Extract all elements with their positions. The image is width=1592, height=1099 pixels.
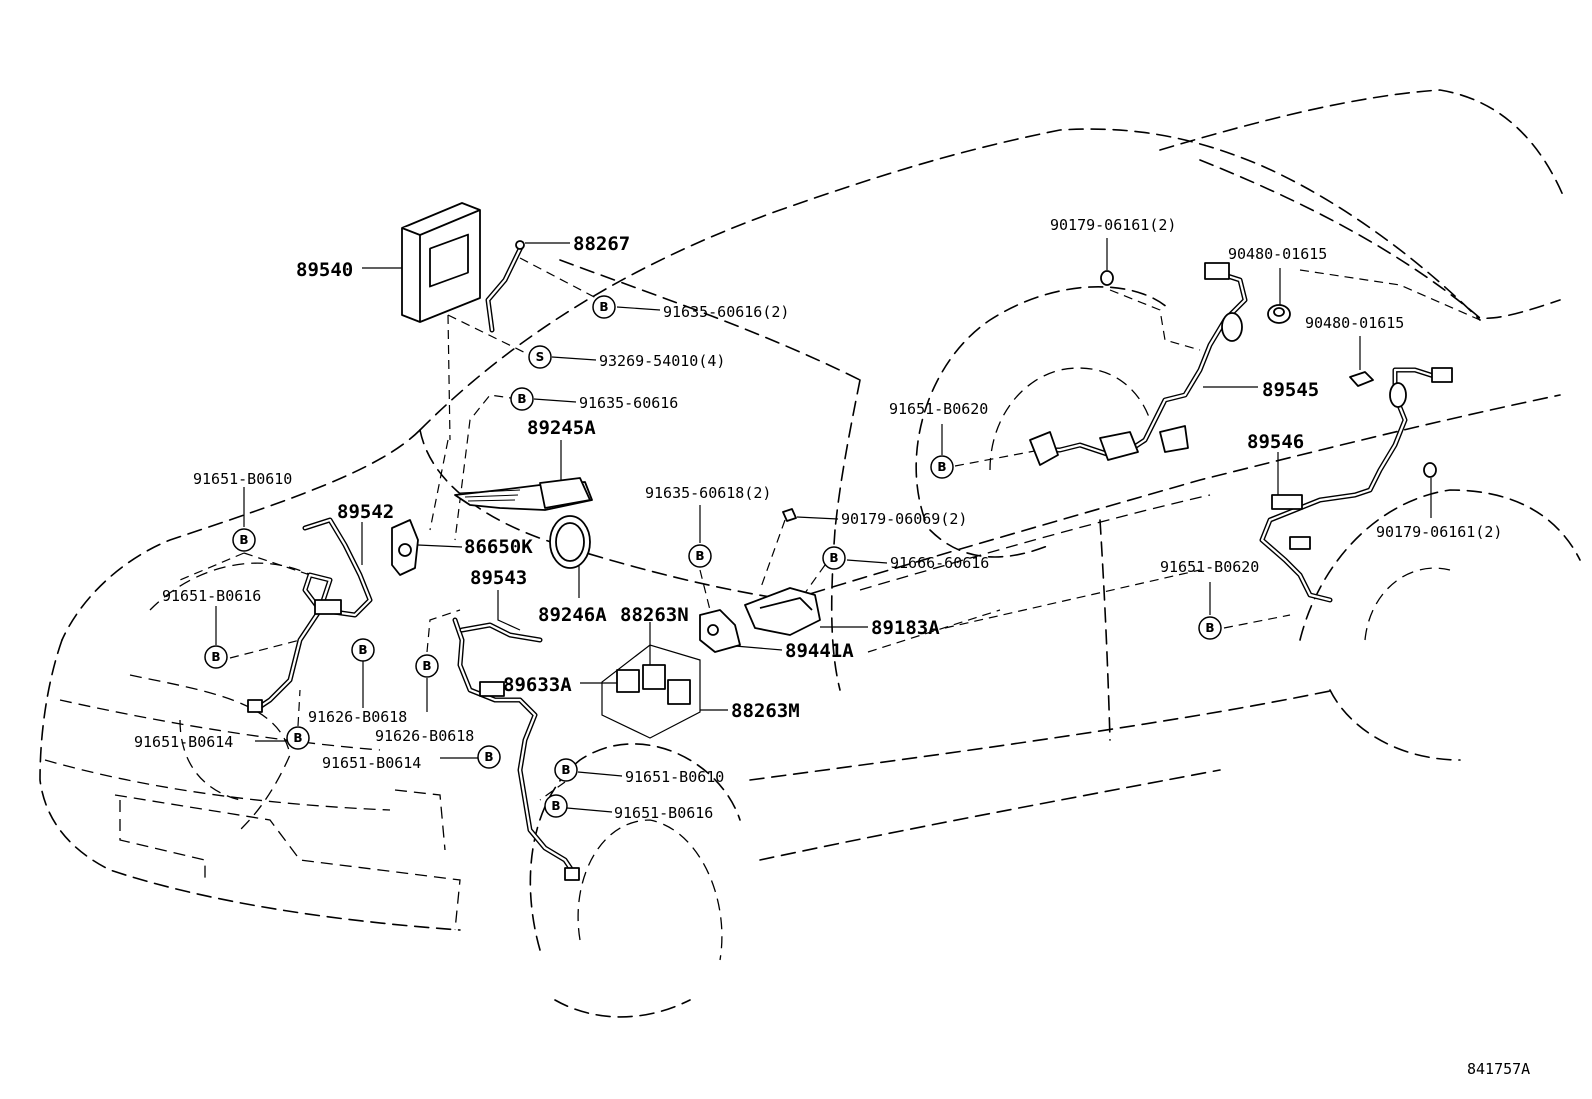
sensor-rear-right-wire (1259, 367, 1453, 603)
svg-text:B: B (358, 643, 367, 657)
label-fastener: 90480-01615 (1305, 314, 1404, 332)
svg-text:B: B (211, 650, 220, 664)
sensor-rear-left-wire (1029, 262, 1248, 466)
svg-text:B: B (561, 763, 570, 777)
svg-text:B: B (599, 300, 608, 314)
svg-text:B: B (293, 731, 302, 745)
label-89633A: 89633A (503, 674, 572, 696)
svg-text:B: B (422, 659, 431, 673)
label-fastener: 91651-B0614 (134, 733, 233, 751)
bolt-symbols: B S B B B B B B B B B B B B B (204, 295, 1222, 818)
label-fastener: 91651-B0620 (889, 400, 988, 418)
svg-text:B: B (829, 551, 838, 565)
label-fastener: 90179-06161(2) (1376, 523, 1502, 541)
label-fastener: 93269-54010(4) (599, 352, 725, 370)
label-fastener: 91651-B0614 (322, 754, 421, 772)
bolt-symbol: B (592, 295, 616, 319)
sensor-front-right-wire (452, 617, 580, 881)
bolt-symbol: B (510, 387, 534, 411)
svg-text:B: B (1205, 621, 1214, 635)
bolt-symbol: B (204, 645, 228, 669)
bolt-symbol: B (477, 745, 501, 769)
label-89540: 89540 (296, 259, 353, 281)
svg-text:S: S (536, 350, 545, 364)
absorber-part (454, 477, 593, 511)
label-fastener: 91666-60616 (890, 554, 989, 572)
small-fasteners (782, 270, 1437, 522)
part-labels: 89540 88267 89542 86650K 89245A 89246A 8… (134, 216, 1530, 1078)
svg-text:B: B (239, 533, 248, 547)
bolt-symbol: B (930, 455, 954, 479)
label-fastener: 91651-B0616 (614, 804, 713, 822)
label-fastener: 90179-06161(2) (1050, 216, 1176, 234)
bolt-symbol: B (351, 638, 375, 662)
svg-text:B: B (695, 549, 704, 563)
label-fastener: 90179-06069(2) (841, 510, 967, 528)
label-89542: 89542 (337, 501, 394, 523)
label-89183A: 89183A (871, 617, 940, 639)
leader-lines (179, 238, 1481, 813)
label-fastener: 91626-B0618 (308, 708, 407, 726)
svg-text:B: B (551, 799, 560, 813)
bolt-symbol: B (1198, 616, 1222, 640)
svg-text:B: B (937, 460, 946, 474)
label-fastener: 91635-60618(2) (645, 484, 771, 502)
label-fastener: 90480-01615 (1228, 245, 1327, 263)
svg-text:B: B (484, 750, 493, 764)
bolt-symbol: B (554, 758, 578, 782)
label-fastener: 91635-60616(2) (663, 303, 789, 321)
sensor-front-left-wire (247, 517, 373, 713)
horn-part (391, 519, 419, 576)
svg-text:B: B (517, 392, 526, 406)
label-fastener: 91651-B0616 (162, 587, 261, 605)
ring-part (549, 515, 591, 569)
label-89245A: 89245A (527, 417, 596, 439)
bolt-symbol: B (415, 654, 439, 678)
label-89543: 89543 (470, 567, 527, 589)
label-fastener: 91651-B0610 (193, 470, 292, 488)
decel-sensor-part (699, 609, 741, 653)
car-body-outline (39, 89, 1581, 1018)
bracket-part (485, 240, 525, 333)
bolt-symbol: B (688, 544, 712, 568)
label-86650K: 86650K (464, 536, 533, 558)
figure-code: 841757A (1467, 1060, 1530, 1078)
label-fastener: 91626-B0618 (375, 727, 474, 745)
label-fastener: 91635-60616 (579, 394, 678, 412)
ecu-module (401, 202, 481, 323)
label-88263M: 88263M (731, 700, 800, 722)
label-89545: 89545 (1262, 379, 1319, 401)
label-89246A: 89246A (538, 604, 607, 626)
label-fastener: 91651-B0610 (625, 768, 724, 786)
label-89441A: 89441A (785, 640, 854, 662)
bolt-symbol: B (286, 726, 310, 750)
bolt-symbol: B (822, 546, 846, 570)
relay-group (616, 664, 691, 705)
bolt-symbol: B (232, 528, 256, 552)
label-88263N: 88263N (620, 604, 689, 626)
label-88267: 88267 (573, 233, 630, 255)
label-89546: 89546 (1247, 431, 1304, 453)
label-fastener: 91651-B0620 (1160, 558, 1259, 576)
bolt-symbol: B (544, 794, 568, 818)
screw-symbol: S (528, 345, 552, 369)
yaw-sensor-part (744, 587, 821, 636)
